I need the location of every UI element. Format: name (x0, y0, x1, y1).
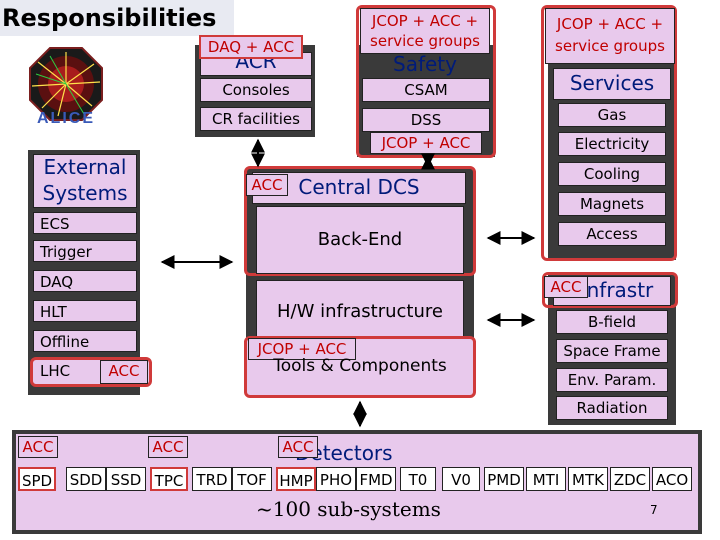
infra-item-radiation: Radiation (556, 396, 668, 420)
detector-pho: PHO (316, 467, 356, 491)
safety-tag-text: JCOP + ACC + service groups (370, 12, 480, 50)
detector-fmd: FMD (356, 467, 396, 491)
safety-bottom-tag: JCOP + ACC (370, 132, 482, 154)
services-item-magnets: Magnets (558, 192, 666, 216)
infra-title: Infrastr (580, 278, 654, 302)
detector-aco: ACO (652, 467, 692, 491)
external-lhc-tag: ACC (100, 360, 148, 384)
detectors-subsystems: ~100 sub-systems (256, 497, 441, 521)
central-tools: Tools & Components (273, 356, 447, 376)
infra-item-bfield: B-field (556, 310, 668, 334)
acr-tag: DAQ + ACC (199, 35, 303, 59)
acr-item-consoles: Consoles (200, 78, 312, 102)
central-tools-highlight (244, 336, 476, 398)
detector-tof: TOF (232, 467, 272, 491)
detector-mtk: MTK (568, 467, 608, 491)
detector-hmp: HMP (276, 467, 316, 491)
services-highlight (541, 5, 677, 261)
safety-tag: JCOP + ACC + service groups (360, 8, 490, 54)
detector-t0: T0 (400, 467, 436, 491)
central-tag: ACC (246, 174, 288, 196)
central-hw-box: H/W infrastructure (256, 280, 464, 338)
services-item-cooling: Cooling (558, 162, 666, 186)
page-number: 7 (650, 503, 658, 517)
detector-mti: MTI (526, 467, 566, 491)
services-item-gas: Gas (558, 103, 666, 127)
alice-logo: ALICE (22, 44, 110, 130)
detector-v0: V0 (442, 467, 480, 491)
central-hw: H/W infrastructure (277, 301, 443, 322)
external-item-daq: DAQ (33, 270, 137, 292)
external-title-box: External Systems (33, 154, 137, 208)
infra-item-space-frame: Space Frame (556, 339, 668, 363)
services-title-box: Services (553, 68, 671, 100)
acr-item-cr-facilities: CR facilities (200, 107, 312, 131)
services-tag-text: JCOP + ACC + service groups (555, 15, 665, 55)
infra-tag: ACC (544, 276, 588, 298)
external-item-hlt: HLT (33, 300, 137, 322)
infra-item-env-param: Env. Param. (556, 368, 668, 392)
detector-trd: TRD (192, 467, 232, 491)
safety-item-dss: DSS (362, 108, 490, 132)
central-title: Central DCS (298, 175, 420, 199)
external-title-line2: Systems (42, 181, 128, 205)
central-backend-box: Back-End (256, 206, 464, 274)
external-item-lhc: LHC (40, 362, 71, 380)
external-item-trigger: Trigger (33, 240, 137, 262)
services-item-access: Access (558, 222, 666, 246)
services-title: Services (569, 71, 655, 95)
central-tools-tag: JCOP + ACC (248, 338, 356, 360)
external-item-offline: Offline (33, 330, 137, 352)
services-tag: JCOP + ACC + service groups (545, 8, 675, 64)
detector-sdd: SDD (66, 467, 106, 491)
services-item-electricity: Electricity (558, 132, 666, 156)
detector-ssd: SSD (106, 467, 146, 491)
alice-logo-text: ALICE (37, 110, 95, 127)
detector-pmd: PMD (484, 467, 524, 491)
detector-tpc: TPC (150, 467, 188, 491)
slide-title: Responsibilities (0, 0, 234, 36)
alice-logo-graphic (29, 47, 103, 121)
detector-spd: SPD (18, 467, 56, 491)
detector-tag-3: ACC (278, 436, 318, 458)
safety-title: Safety (393, 52, 457, 76)
external-item-ecs: ECS (33, 212, 137, 234)
infra-highlight (542, 272, 678, 308)
safety-item-csam: CSAM (362, 78, 490, 102)
external-title-line1: External (43, 155, 127, 179)
central-backend: Back-End (317, 229, 403, 250)
detector-tag-2: ACC (148, 436, 188, 458)
detector-tag-1: ACC (18, 436, 58, 458)
detector-zdc: ZDC (610, 467, 650, 491)
central-highlight (244, 166, 476, 276)
